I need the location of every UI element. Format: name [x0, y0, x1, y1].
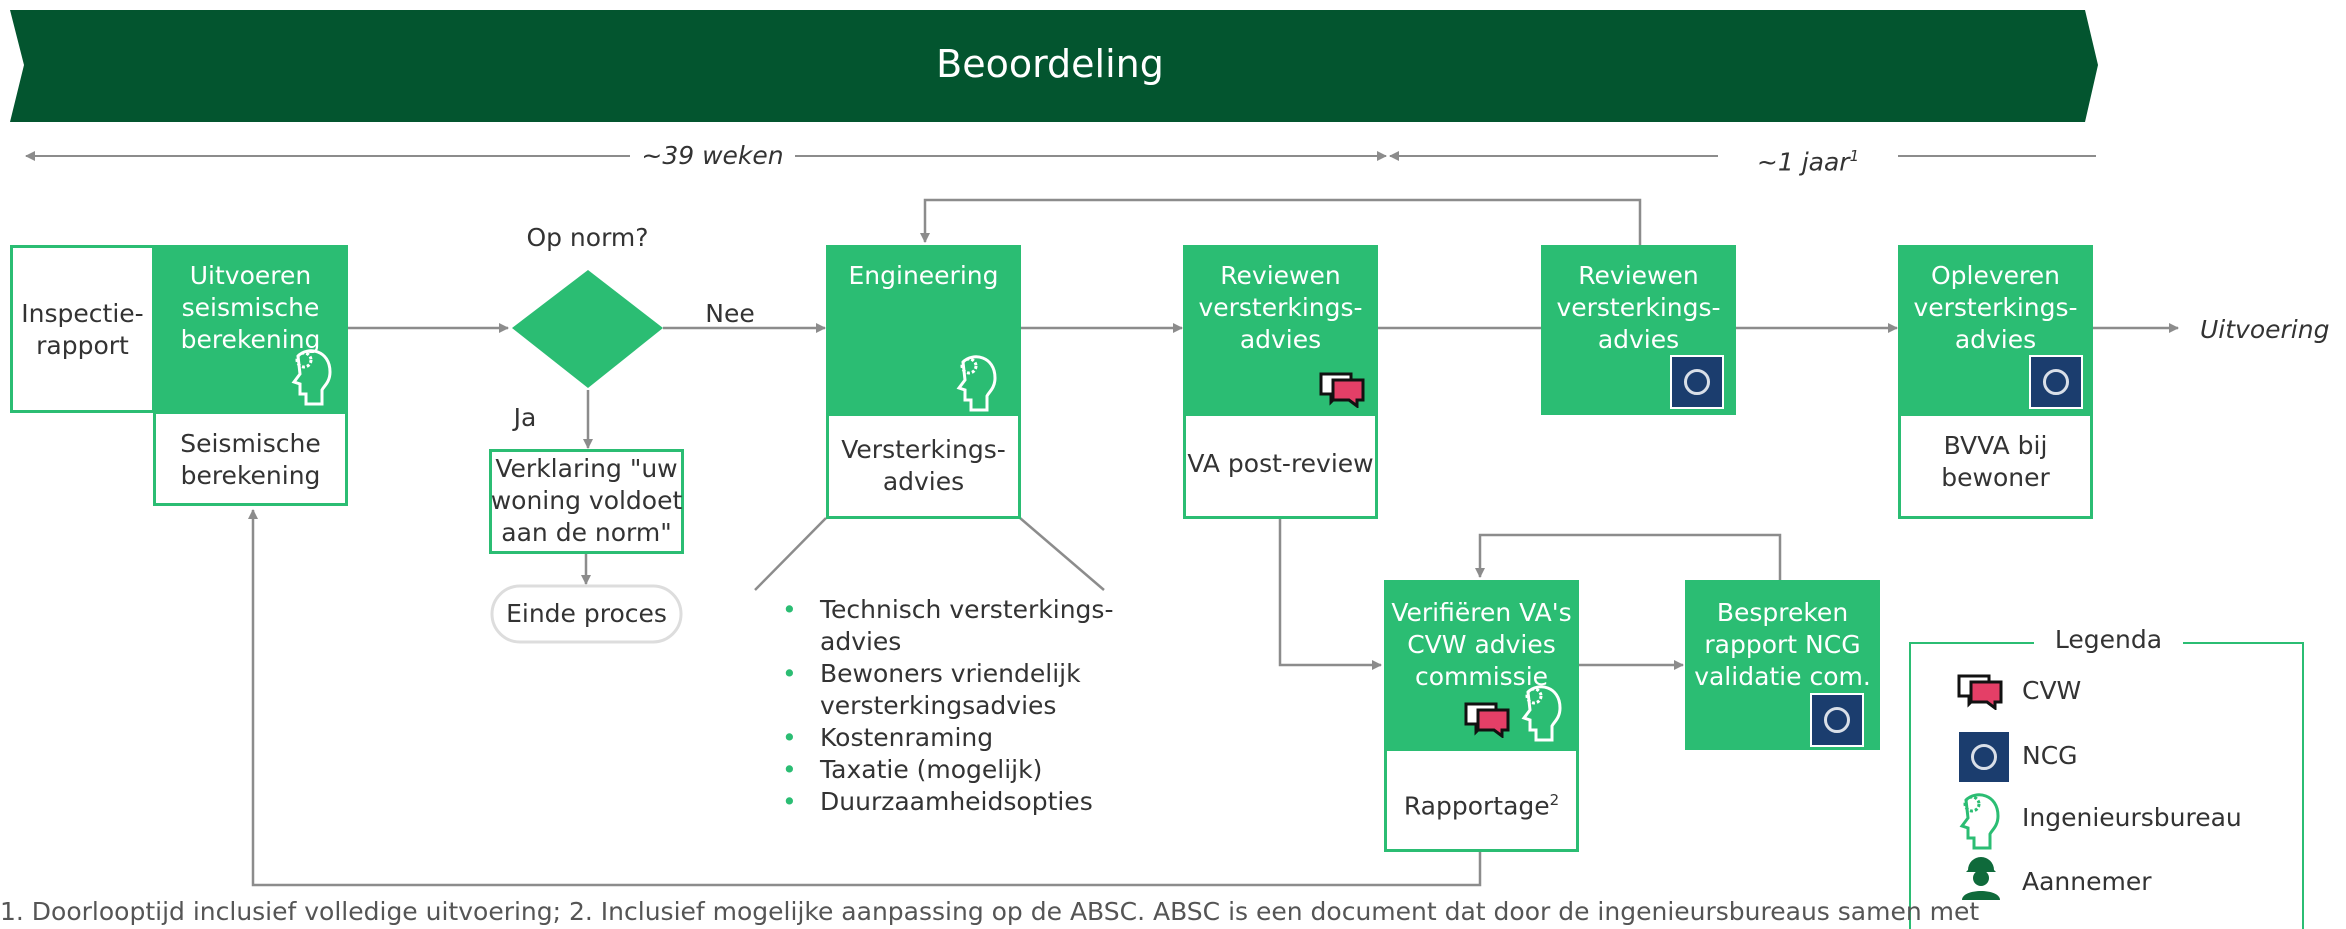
ingenieursbureau-icon	[291, 349, 332, 406]
decision-no-label: Nee	[705, 299, 755, 328]
banner-shape	[10, 10, 2098, 122]
footnote: 1. Doorlooptijd inclusief volledige uitv…	[0, 897, 1980, 926]
seismic-calc-box	[153, 245, 348, 413]
legend-frame	[1909, 642, 2304, 929]
engineering-output-box	[826, 413, 1021, 519]
list-item: Technisch versterkings- advies	[770, 594, 1130, 658]
review-cvw-output-box	[1183, 413, 1378, 519]
end-process-pill	[490, 584, 683, 644]
engineering-output-label: Versterkings- advies	[841, 435, 1006, 496]
ingenieursbureau-icon	[1959, 793, 2000, 850]
engineering-label: Engineering	[848, 261, 999, 290]
list-item: Kostenraming	[770, 722, 1130, 754]
decision-yes-label: Ja	[513, 403, 537, 432]
decision-label: Op norm?	[526, 223, 649, 252]
ncg-icon	[1810, 693, 1864, 747]
timeline-label-1-year: ~1 jaar1	[1756, 147, 1860, 177]
deliver-label: Opleveren versterkings- advies	[1913, 261, 2078, 354]
review-cvw-label: Reviewen versterkings- advies	[1198, 261, 1363, 354]
aannemer-icon	[1962, 857, 2000, 900]
ncg-icon	[1957, 730, 2011, 784]
inspection-report-label: Inspectie- rapport	[21, 299, 144, 360]
legend-title: Legenda	[2054, 625, 2163, 654]
flow-arrows	[248, 198, 2179, 887]
legend-item-aannemer: Aannemer	[2022, 867, 2152, 896]
legend-item-cvw: CVW	[2022, 676, 2082, 705]
cvw-icon	[1464, 702, 1510, 738]
legend-item-ncg: NCG	[2022, 741, 2078, 770]
list-item: Bewoners vriendelijk versterkingsadvies	[770, 658, 1130, 722]
next-phase-label: Uitvoering	[2200, 315, 2330, 344]
discuss-label: Bespreken rapport NCG validatie com.	[1694, 598, 1871, 691]
seismic-calc-output-label: Seismische berekening	[180, 429, 321, 490]
review-cvw-output-label: VA post-review	[1187, 449, 1374, 478]
list-item: Taxatie (mogelijk)	[770, 754, 1130, 786]
deliver-output-label: BVVA bij bewoner	[1941, 431, 2050, 492]
deliver-output-box	[1898, 413, 2093, 519]
ingenieursbureau-icon	[956, 355, 997, 412]
declaration-label: Verklaring "uw woning voldoet aan de nor…	[490, 454, 683, 547]
legend-item-ingenieursbureau: Ingenieursbureau	[2022, 803, 2242, 832]
review-ncg-label: Reviewen versterkings- advies	[1556, 261, 1721, 354]
engineering-details-list: Technisch versterkings- advies Bewoners …	[770, 594, 1130, 818]
timeline-label-39-weeks: ~39 weken	[641, 141, 784, 170]
engineering-box	[826, 245, 1021, 415]
ncg-icon	[2029, 355, 2083, 409]
end-process-label: Einde proces	[506, 599, 667, 628]
verify-output-box	[1384, 748, 1579, 852]
verify-label: Verifiëren VA's CVW advies commissie	[1391, 598, 1572, 691]
cvw-icon	[1319, 372, 1365, 408]
cvw-icon	[1957, 674, 2003, 710]
seismic-calc-output-box	[153, 411, 348, 506]
decision-diamond	[512, 270, 663, 388]
declaration-box	[489, 449, 684, 554]
banner-title: Beoordeling	[936, 42, 1164, 86]
verify-output-label: Rapportage2	[1403, 791, 1560, 821]
ncg-icon	[1670, 355, 1724, 409]
list-item: Duurzaamheidsopties	[770, 786, 1130, 818]
ingenieursbureau-icon	[1521, 685, 1562, 742]
seismic-calc-label: Uitvoeren seismische berekening	[180, 261, 321, 354]
